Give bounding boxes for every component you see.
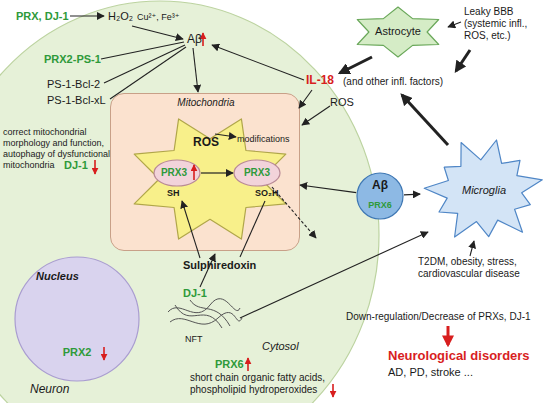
node-text: Nucleus [36,270,79,283]
text-label: SO₂H [255,188,279,199]
microglia-burst: Microglia [420,138,548,244]
red-change-arrow [193,165,195,180]
text-label: PRX2-PS-1 [44,53,101,66]
leader-arrow [70,15,104,16]
leader-arrow [182,201,200,258]
node-text: PRX3 [153,167,195,179]
node-text: Aβ [356,179,404,193]
node-text: modifications [237,134,290,145]
text-label: T2DM, obesity, stress, cardiovascular di… [418,256,548,280]
text-label: short chain organic fatty acids, phospho… [190,372,355,396]
tangle-fibres [175,305,222,328]
node-text: ROS [193,136,219,150]
thick-arrow [340,57,372,73]
text-label: H₂O₂ [108,10,133,23]
connector-arrow [201,172,233,173]
ros-star: ROS modificationsPRX3 PRX3 [127,113,293,245]
text-label: DJ-1 [183,287,207,300]
nucleus-circle: NucleusPRX2 [14,256,140,382]
text-label: Aβ [187,33,202,47]
leader-arrow [193,48,198,92]
leader-arrow [470,241,474,256]
mitochondrion-box: MitochondriaROS modificationsPRX3 PRX3 [110,93,300,251]
text-label: Cytosol [262,340,299,353]
leader-arrow [240,232,428,318]
prx3-oval-shape [234,160,280,186]
node-text: Mitochondria [111,97,301,109]
text-label: PRX6 [215,358,244,371]
leader-arrow [110,47,186,99]
text-label: ROS [330,96,354,109]
text-label: AD, PD, stroke ... [388,366,473,379]
node-text: PRX6 [356,200,404,211]
red-change-arrow [95,33,448,397]
leader-arrow [70,16,474,318]
leader-arrow [240,201,265,257]
text-label: PRX, DJ-1 [16,10,69,23]
text-label: Cu²⁺, Fe³⁺ [137,12,180,23]
leader-arrow [448,22,461,27]
nucleus-circle-shape [15,257,139,381]
leader-arrow [215,134,236,137]
tangle-fibres [170,313,242,325]
leader-arrow [101,42,184,59]
connector-arrow [404,194,420,196]
tangle-fibres [168,299,242,328]
leader-arrow [104,45,185,83]
node-text: Neuron [30,383,69,397]
red-change-arrow [447,326,450,345]
prx3-oval: PRX3 [233,159,281,187]
astrocyte-star: Astrocyte [350,6,446,58]
leader-arrow [299,90,312,108]
text-label: (and other infl. factors) [343,76,443,88]
node-text: PRX3 [233,167,281,179]
thick-arrow [402,95,448,145]
connector-arrow [300,185,356,193]
amyloid-circle: AβPRX6 [356,172,404,220]
text-label: Sulphiredoxin [183,259,256,272]
leader-arrow [132,26,183,39]
text-label: Down-regulation/Decrease of PRXs, DJ-1 [346,311,531,323]
text-label: PS-1-Bcl-2 [47,78,100,91]
thick-arrow [456,50,470,71]
node-text: PRX2 [14,346,140,359]
text-label: NFT [185,334,203,345]
text-label: Neurological disorders [388,349,530,364]
text-label: correct mitochondrial morphology and fun… [3,127,121,171]
red-change-arrow [103,347,105,360]
prx3-oval: PRX3 [153,159,201,187]
red-change-arrow [94,160,96,174]
text-label: DJ-1 [64,159,88,172]
text-label: SH [167,188,180,199]
node-text: Astrocyte [350,25,446,38]
neuron-cell-shape [0,1,379,403]
prx3-oval-shape [154,160,200,186]
leader-arrow [302,106,330,125]
tangle-fibres [168,299,240,313]
text-label: PS-1-Bcl-xL [47,94,106,107]
leader-arrow [212,45,304,80]
red-change-arrow [332,384,334,397]
text-label: Leaky BBB (systemic infl., ROS, etc.) [464,6,550,42]
node-text: Microglia [420,184,548,197]
leader-arrow [272,187,316,238]
red-change-arrow [202,33,204,46]
red-change-arrow [247,358,249,371]
thick-arrow [340,50,470,145]
tangle-fibres [190,300,230,326]
text-label: IL-18 [306,74,334,88]
amyloid-circle-shape [357,173,403,219]
